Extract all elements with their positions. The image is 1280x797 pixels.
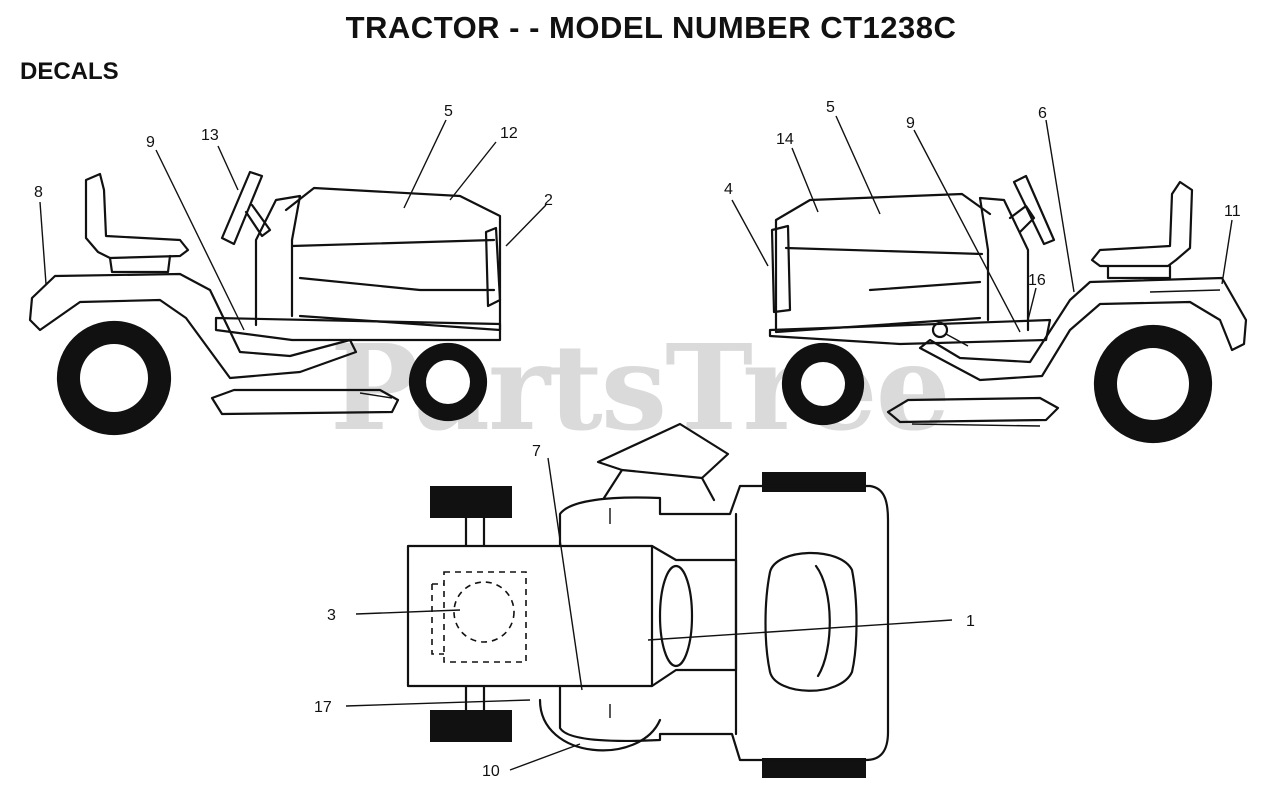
callout-16: 16 <box>1028 272 1046 289</box>
callout-9: 9 <box>146 134 155 151</box>
callout-14: 14 <box>776 131 794 148</box>
tractor-top-view <box>345 422 953 778</box>
callout-5-right: 5 <box>826 99 835 116</box>
callout-3: 3 <box>327 607 336 624</box>
tractor-right-side-view <box>731 115 1248 444</box>
callout-11: 11 <box>1224 203 1241 220</box>
callout-10: 10 <box>482 763 500 780</box>
callout-7: 7 <box>532 443 541 460</box>
page-title: TRACTOR - - MODEL NUMBER CT1238C <box>345 10 957 45</box>
callout-1: 1 <box>966 613 975 630</box>
callout-2: 2 <box>544 192 553 209</box>
callout-9-right: 9 <box>906 115 915 132</box>
tractor-left-side-view <box>28 119 547 436</box>
callout-17: 17 <box>314 699 332 716</box>
section-heading: DECALS <box>20 58 119 85</box>
callout-6: 6 <box>1038 105 1047 122</box>
callout-13: 13 <box>201 127 219 144</box>
callout-4: 4 <box>724 181 733 198</box>
callout-8: 8 <box>34 184 43 201</box>
callout-12: 12 <box>500 125 518 142</box>
callout-5: 5 <box>444 103 453 120</box>
